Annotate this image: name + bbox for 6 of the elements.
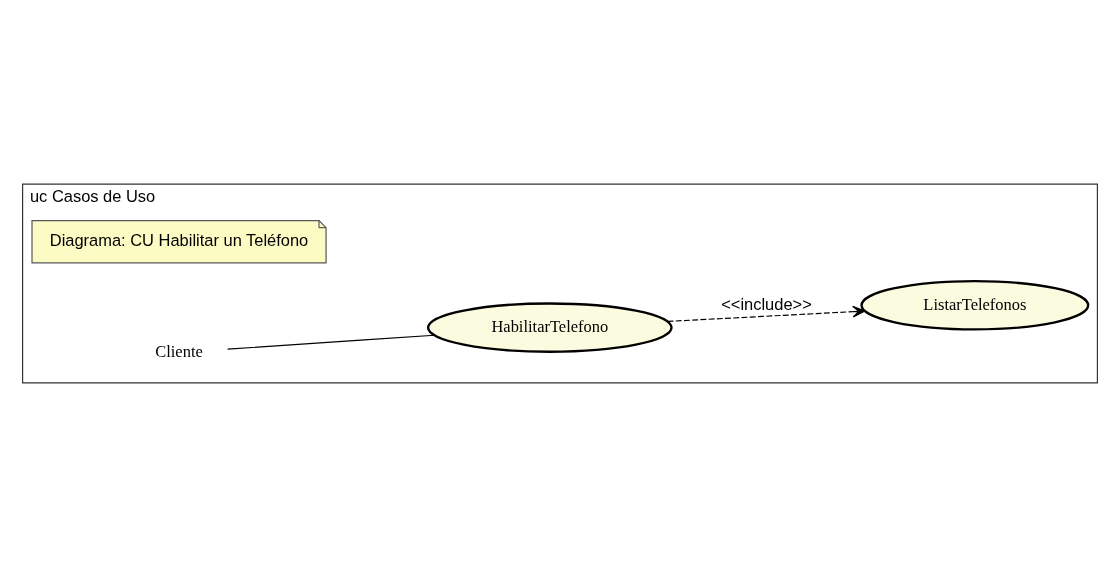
- edge-label: <<include>>: [721, 294, 812, 313]
- arrow: [667, 305, 866, 322]
- node-ellipse: HabilitarTelefono: [426, 301, 673, 353]
- node-ellipse: ListarTelefonos: [860, 279, 1090, 331]
- connector: [227, 334, 436, 350]
- node-text: Cliente: [155, 341, 203, 361]
